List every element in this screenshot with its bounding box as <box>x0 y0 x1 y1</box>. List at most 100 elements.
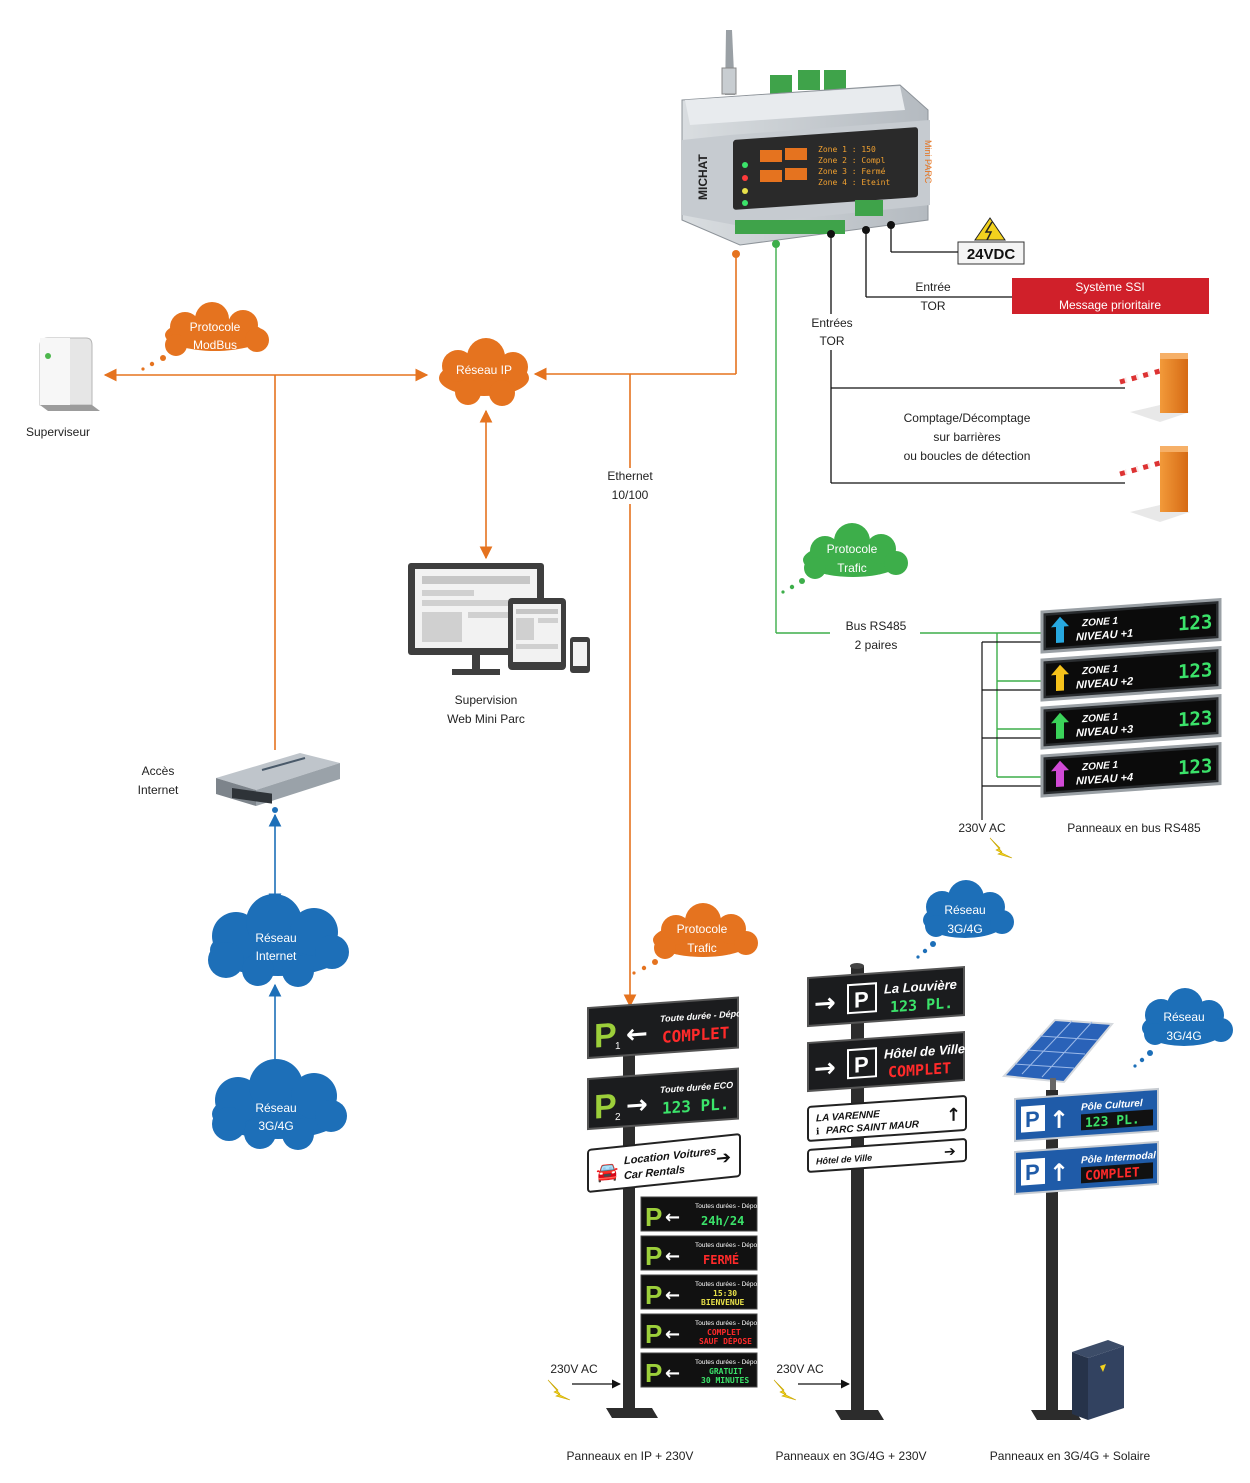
panel-4-niveau: NIVEAU +4 <box>1076 772 1133 788</box>
g4-sign-3-line-1: LA VARENNE <box>816 1109 880 1124</box>
rs485-panels: ZONE 1 NIVEAU +1 123 ZONE 1 NIVEAU +2 12… <box>1040 597 1222 798</box>
up-arrow-icon <box>1051 616 1069 644</box>
ip-sign-2-led: 123 PL. <box>662 1094 729 1118</box>
lightning-icon <box>547 1379 571 1401</box>
small-sign-2: P ← Toutes durées - Dépose FERMÉ <box>640 1235 764 1271</box>
g4-sign-2: → P Hôtel de Ville COMPLET <box>807 1031 965 1093</box>
g4-sign-2-led: COMPLET <box>888 1059 951 1081</box>
entree-tor-1: Entrée <box>915 280 951 294</box>
g3-left-line-2: 3G/4G <box>258 1119 293 1133</box>
solar-sign-1-led: 123 PL. <box>1085 1112 1140 1131</box>
panel-4-count: 123 <box>1178 755 1212 779</box>
ip-power: 230V AC <box>550 1362 598 1376</box>
comptage-line-2: sur barrières <box>933 430 1000 444</box>
panel-1-count: 123 <box>1178 611 1212 635</box>
power-24vdc: 24VDC <box>957 217 1025 265</box>
barrier-2-icon <box>1119 446 1190 522</box>
small-sign-1-led1: 24h/24 <box>701 1214 744 1228</box>
g4-sign-1-led: 123 PL. <box>890 994 953 1016</box>
rs485-panel-1: ZONE 1 NIVEAU +1 123 <box>1040 597 1222 654</box>
modbus-line-2: ModBus <box>193 338 237 352</box>
g4-sign-1-title: La Louvière <box>884 977 957 997</box>
panel-4-zone: ZONE 1 <box>1081 760 1119 774</box>
solar-sign-1-title: Pôle Culturel <box>1081 1098 1143 1113</box>
tor-wiring <box>830 225 1125 484</box>
small-sign-3-led1: 15:30 <box>713 1289 737 1298</box>
solar-sign-1: P ↑ Pôle Culturel 123 PL. <box>1014 1087 1159 1143</box>
cloud-3g-mid: Réseau 3G/4G <box>916 880 1014 959</box>
g3-right-line-2: 3G/4G <box>1166 1029 1201 1043</box>
cloud-3g-right: Réseau 3G/4G <box>1133 988 1233 1068</box>
small-sign-2-led1: FERMÉ <box>703 1252 739 1267</box>
small-sign-4: P ← Toutes durées - Dépose COMPLET SAUF … <box>640 1313 764 1349</box>
up-arrow-icon <box>1051 664 1069 692</box>
panel-3-count: 123 <box>1178 707 1212 731</box>
trafic-top-line-1: Protocole <box>827 542 878 556</box>
left-arrow-icon: ← <box>665 1207 680 1228</box>
left-arrow-icon: ← <box>665 1246 680 1267</box>
controller-device: MICHAT Mini PARC Zone 1 : 150 Zone 2 : C… <box>681 30 933 246</box>
left-arrow-icon: ← <box>665 1324 680 1345</box>
bus-line-1: Bus RS485 <box>846 619 907 633</box>
acces-line-2: Internet <box>138 783 179 797</box>
up-arrow-icon: ↑ <box>946 1104 961 1126</box>
ip-sign-3: 🚘 Location Voitures Car Rentals ➔ <box>587 1133 741 1193</box>
right-arrow-icon: → <box>814 988 836 1019</box>
entrees-tor-2: TOR <box>819 334 844 348</box>
ip-sign-1-sub: 1 <box>615 1041 621 1052</box>
small-sign-5: P ← Toutes durées - Dépose GRATUIT 30 MI… <box>640 1352 764 1388</box>
solar-sign-2-title: Pôle Intermodal <box>1081 1150 1156 1166</box>
up-arrow-icon: ↑ <box>1049 1105 1069 1134</box>
panel-2-count: 123 <box>1178 659 1212 683</box>
svg-text:P: P <box>1025 1159 1040 1185</box>
g4-power: 230V AC <box>776 1362 824 1376</box>
ssi-line-1: Système SSI <box>1075 280 1144 294</box>
ssi-line-2: Message prioritaire <box>1059 298 1161 312</box>
small-sign-4-led2: SAUF DÉPOSE <box>699 1335 752 1346</box>
g3-mid-line-1: Réseau <box>944 903 985 917</box>
small-sign-4-led1: COMPLET <box>707 1328 741 1337</box>
right-arrow-icon: → <box>814 1053 836 1084</box>
p-icon <box>1021 1157 1045 1186</box>
p-icon: P <box>594 1087 617 1127</box>
panel-2-niveau: NIVEAU +2 <box>1076 676 1133 692</box>
internet-line-2: Internet <box>256 949 297 963</box>
bus-line-2: 2 paires <box>855 638 898 652</box>
internet-line-1: Réseau <box>255 931 296 945</box>
panel-3-niveau: NIVEAU +3 <box>1076 724 1133 740</box>
rs485-lines <box>775 244 1042 778</box>
panel-2-zone: ZONE 1 <box>1081 664 1119 678</box>
controller-brand: MICHAT <box>696 154 710 200</box>
left-arrow-icon: ← <box>626 1019 648 1050</box>
g4-sign-3: LA VARENNE ℹ PARC SAINT MAUR ↑ <box>807 1095 967 1142</box>
p-icon <box>1021 1104 1045 1133</box>
solar-panel-icon <box>1001 1018 1115 1096</box>
screen-line-4: Zone 4 : Eteint <box>818 178 890 187</box>
acces-line-1: Accès <box>142 764 175 778</box>
up-arrow-icon: ↑ <box>1049 1158 1069 1187</box>
cloud-protocole-modbus: Protocole ModBus <box>141 302 269 371</box>
p-icon: P <box>645 1358 662 1388</box>
solar-caption: Panneaux en 3G/4G + Solaire <box>990 1449 1151 1463</box>
g4-caption: Panneaux en 3G/4G + 230V <box>775 1449 926 1463</box>
entree-tor-2: TOR <box>920 299 945 313</box>
trafic-bottom-line-2: Trafic <box>687 941 717 955</box>
ethernet-line-1: Ethernet <box>607 469 653 483</box>
superviseur-label: Superviseur <box>26 425 90 439</box>
g4-sign-4-label: Hôtel de Ville <box>816 1153 872 1167</box>
small-sign-1: P ← Toutes durées - Dépose 24h/24 <box>640 1196 764 1232</box>
power-24vdc-label: 24VDC <box>967 246 1016 263</box>
ip-small-signs: P ← Toutes durées - Dépose 24h/24 P ← To… <box>640 1196 764 1388</box>
comptage-line-3: ou boucles de détection <box>904 449 1031 463</box>
ip-mast: P 1 ← Toute durée - Dépose COMPLET P 2 →… <box>587 996 752 1418</box>
small-sign-3-title: Toutes durées - Dépose <box>695 1281 764 1288</box>
ip-sign-1-led: COMPLET <box>662 1023 729 1047</box>
screen-line-3: Zone 3 : Fermé <box>818 166 886 176</box>
info-icon: ℹ <box>816 1127 820 1137</box>
g4-sign-4: Hôtel de Ville ➔ <box>807 1138 967 1173</box>
ssi-box: Système SSI Message prioritaire <box>1012 278 1209 314</box>
small-sign-2-title: Toutes durées - Dépose <box>695 1242 764 1249</box>
small-sign-5-led1: GRATUIT <box>709 1367 743 1376</box>
router-icon <box>216 753 340 806</box>
rs485-panel-4: ZONE 1 NIVEAU +4 123 <box>1040 741 1222 798</box>
